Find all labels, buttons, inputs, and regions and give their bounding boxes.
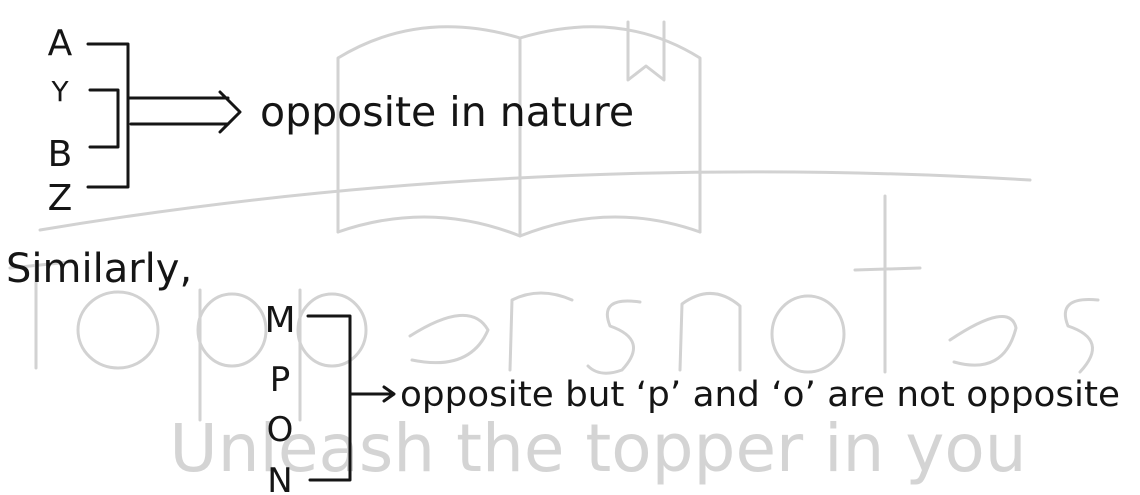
bracket-y-b (88, 88, 120, 149)
letter-o: O (267, 410, 294, 450)
watermark-brand-lettering (8, 194, 1100, 422)
letter-b: B (48, 134, 73, 175)
watermark-tagline: Unleash the topper in you (169, 410, 1026, 487)
pen-stroke-icon (38, 170, 1032, 232)
group-one-note: opposite in nature (260, 88, 634, 136)
bracket-a-z (86, 42, 130, 189)
letter-z: Z (48, 178, 73, 219)
group-two-note: opposite but ‘p’ and ‘o’ are not opposit… (400, 375, 1120, 415)
book-icon (336, 20, 702, 238)
similarly-label: Similarly, (6, 246, 192, 292)
letter-y: Y (50, 75, 69, 108)
letter-n: N (267, 461, 292, 495)
watermark-logo: Unleash the topper in you (8, 20, 1100, 487)
letter-m: M (264, 300, 295, 341)
group-two: M P O N opposite but ‘p’ and ‘o’ are not… (264, 300, 1120, 495)
letter-p: P (270, 360, 291, 400)
double-arrow-icon (127, 90, 242, 134)
bracket-m-n (306, 314, 352, 482)
letter-a: A (48, 23, 73, 64)
arrow-right-icon (348, 385, 396, 403)
group-one: A Y B Z opposite in nature (48, 23, 634, 219)
